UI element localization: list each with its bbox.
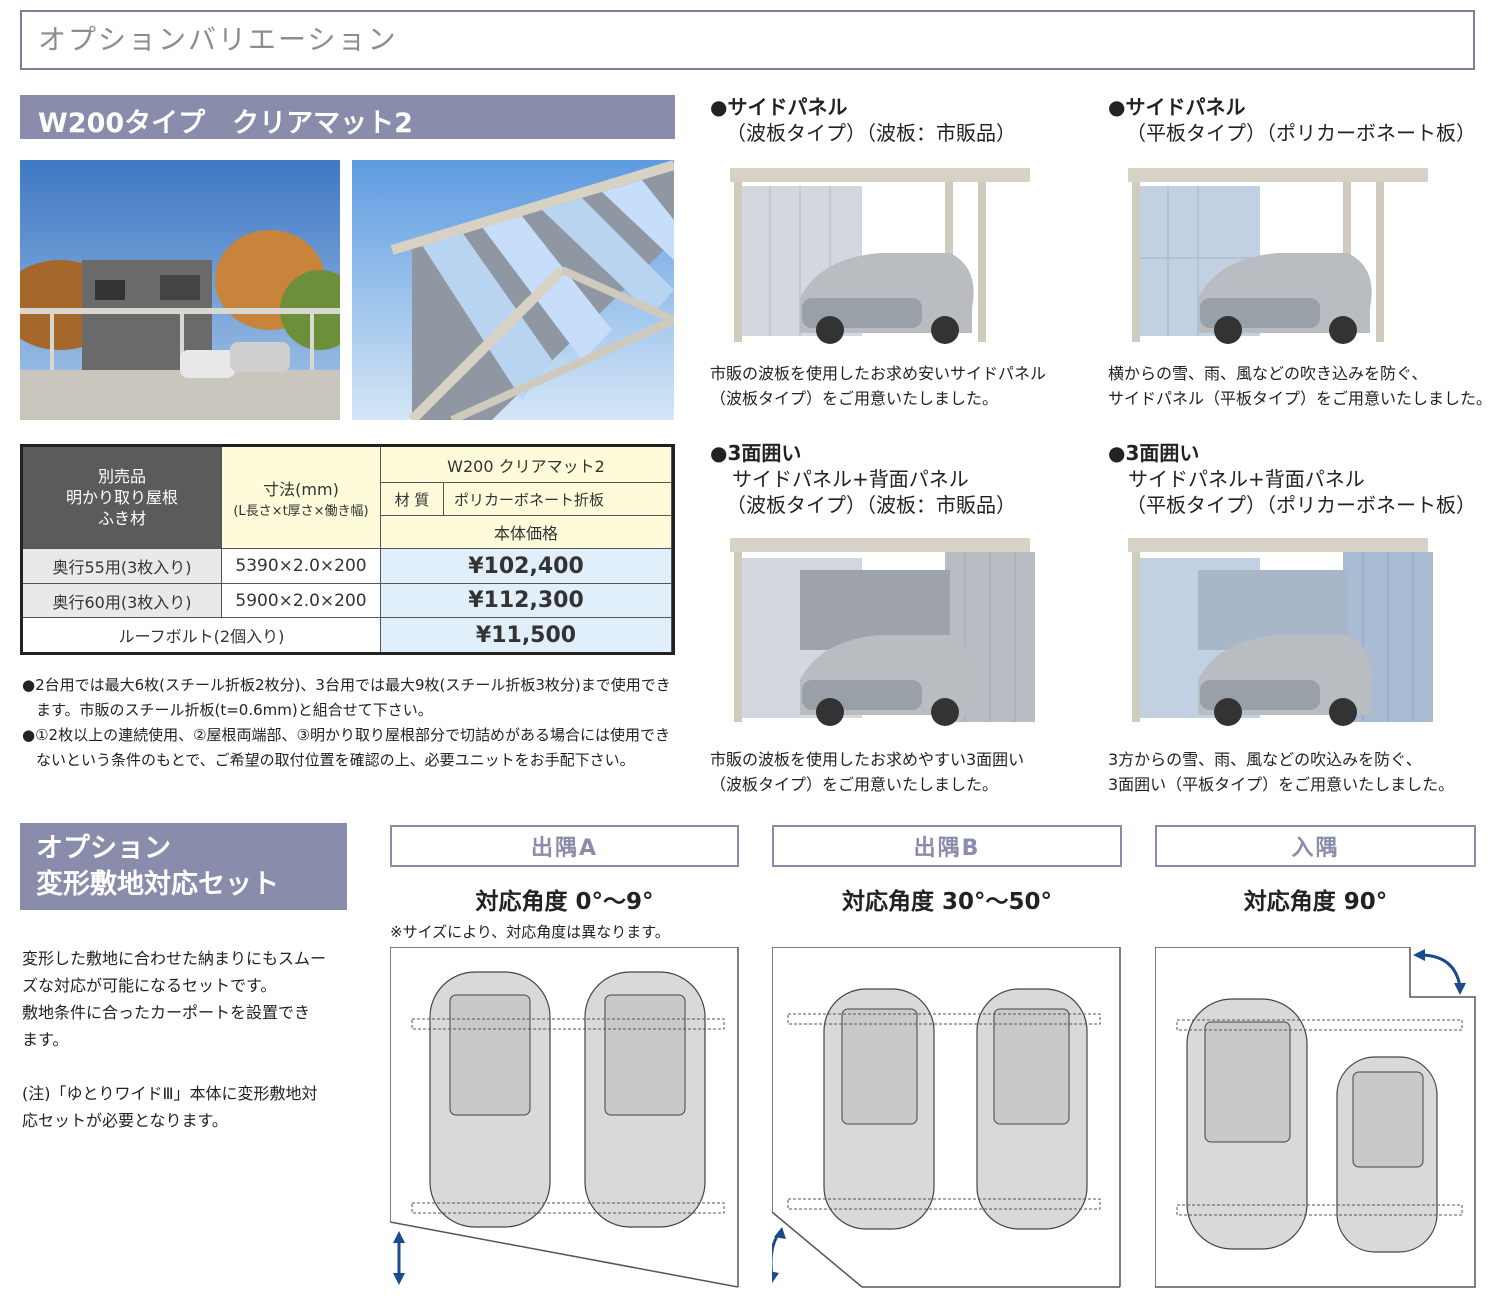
note-item: ●2台用では最大6枚(スチール折板2枚分)、3台用では最大9枚(スチール折板3枚… bbox=[22, 676, 671, 719]
table-material-value: ポリカーボネート折板 bbox=[444, 483, 672, 516]
table-header-product: 別売品 明かり取り屋根 ふき材 bbox=[23, 447, 222, 549]
three-side-wave-photo bbox=[710, 530, 1072, 730]
option-section-title: オプション 変形敷地対応セット bbox=[20, 823, 347, 910]
corner-c-angle: 対応角度 90° bbox=[1243, 889, 1388, 915]
panel-title: ●サイドパネル （平板タイプ）（ポリカーボネート板） bbox=[1108, 95, 1476, 145]
header-frame bbox=[20, 10, 1475, 70]
corner-a-diagram bbox=[389, 946, 740, 1290]
table-price-header: 本体価格 bbox=[381, 516, 672, 549]
roof-detail-photo bbox=[352, 160, 674, 420]
table-header-size: 寸法(mm) (L長さ×t厚さ×働き幅) bbox=[222, 447, 381, 549]
corner-b-diagram bbox=[769, 946, 1122, 1290]
side-panel-flat-photo bbox=[1108, 158, 1468, 350]
table-row-name: 奥行60用(3枚入り) bbox=[23, 584, 222, 618]
table-material-label: 材 質 bbox=[381, 483, 444, 516]
table-header-product-name: W200 クリアマット2 bbox=[381, 447, 672, 483]
corner-a-note: ※サイズにより、対応角度は異なります。 bbox=[390, 923, 670, 941]
corner-c-diagram bbox=[1154, 946, 1477, 1290]
panel-title: ●サイドパネル （波板タイプ）（波板：市販品） bbox=[710, 95, 1016, 145]
carport-photo bbox=[20, 160, 340, 420]
option-description: 変形した敷地に合わせた納まりにもスムー ズな対応が可能になるセットです。 敷地条… bbox=[22, 949, 327, 1130]
price-table: 別売品 明かり取り屋根 ふき材 寸法(mm) (L長さ×t厚さ×働き幅) W20… bbox=[20, 444, 675, 655]
panel-description: 市販の波板を使用したお求め安いサイドパネル （波板タイプ）をご用意いたしました。 bbox=[710, 364, 1047, 408]
corner-c-label: 入隅 bbox=[1155, 825, 1476, 867]
corner-b-angle: 対応角度 30°〜50° bbox=[841, 889, 1053, 915]
table-bolt-name: ルーフボルト(2個入り) bbox=[23, 618, 381, 652]
side-panel-wave-photo bbox=[710, 158, 1072, 350]
notes: ●2台用では最大6枚(スチール折板2枚分)、3台用では最大9枚(スチール折板3枚… bbox=[22, 673, 682, 773]
three-side-flat-photo bbox=[1108, 530, 1468, 730]
panel-description: 3方からの雪、雨、風などの吹込みを防ぐ、 3面囲い（平板タイプ）をご用意いたしま… bbox=[1108, 750, 1455, 794]
panel-description: 市販の波板を使用したお求めやすい3面囲い （波板タイプ）をご用意いたしました。 bbox=[710, 750, 1025, 794]
corner-b-label: 出隅B bbox=[772, 825, 1122, 867]
panel-title: ●3面囲い サイドパネル+背面パネル （平板タイプ）（ポリカーボネート板） bbox=[1108, 441, 1476, 517]
corner-a-label: 出隅A bbox=[390, 825, 739, 867]
table-row-size: 5390×2.0×200 bbox=[222, 549, 381, 584]
table-row-price: ¥112,300 bbox=[381, 584, 672, 618]
table-row-price: ¥102,400 bbox=[381, 549, 672, 584]
panel-description: 横からの雪、雨、風などの吹き込みを防ぐ、 サイドパネル（平板タイプ）をご用意いた… bbox=[1108, 364, 1493, 408]
corner-a-angle: 対応角度 0°〜9° bbox=[475, 889, 654, 915]
table-row-name: 奥行55用(3枚入り) bbox=[23, 549, 222, 584]
page-title: オプションバリエーション bbox=[38, 23, 398, 56]
table-bolt-price: ¥11,500 bbox=[381, 618, 672, 652]
panel-title: ●3面囲い サイドパネル+背面パネル （波板タイプ）（波板：市販品） bbox=[710, 441, 1016, 517]
table-row-size: 5900×2.0×200 bbox=[222, 584, 381, 618]
note-item: ●①2枚以上の連続使用、②屋根両端部、③明かり取り屋根部分で切詰めがある場合には… bbox=[22, 726, 670, 769]
w200-section-title: W200タイプ クリアマット2 bbox=[20, 95, 675, 139]
